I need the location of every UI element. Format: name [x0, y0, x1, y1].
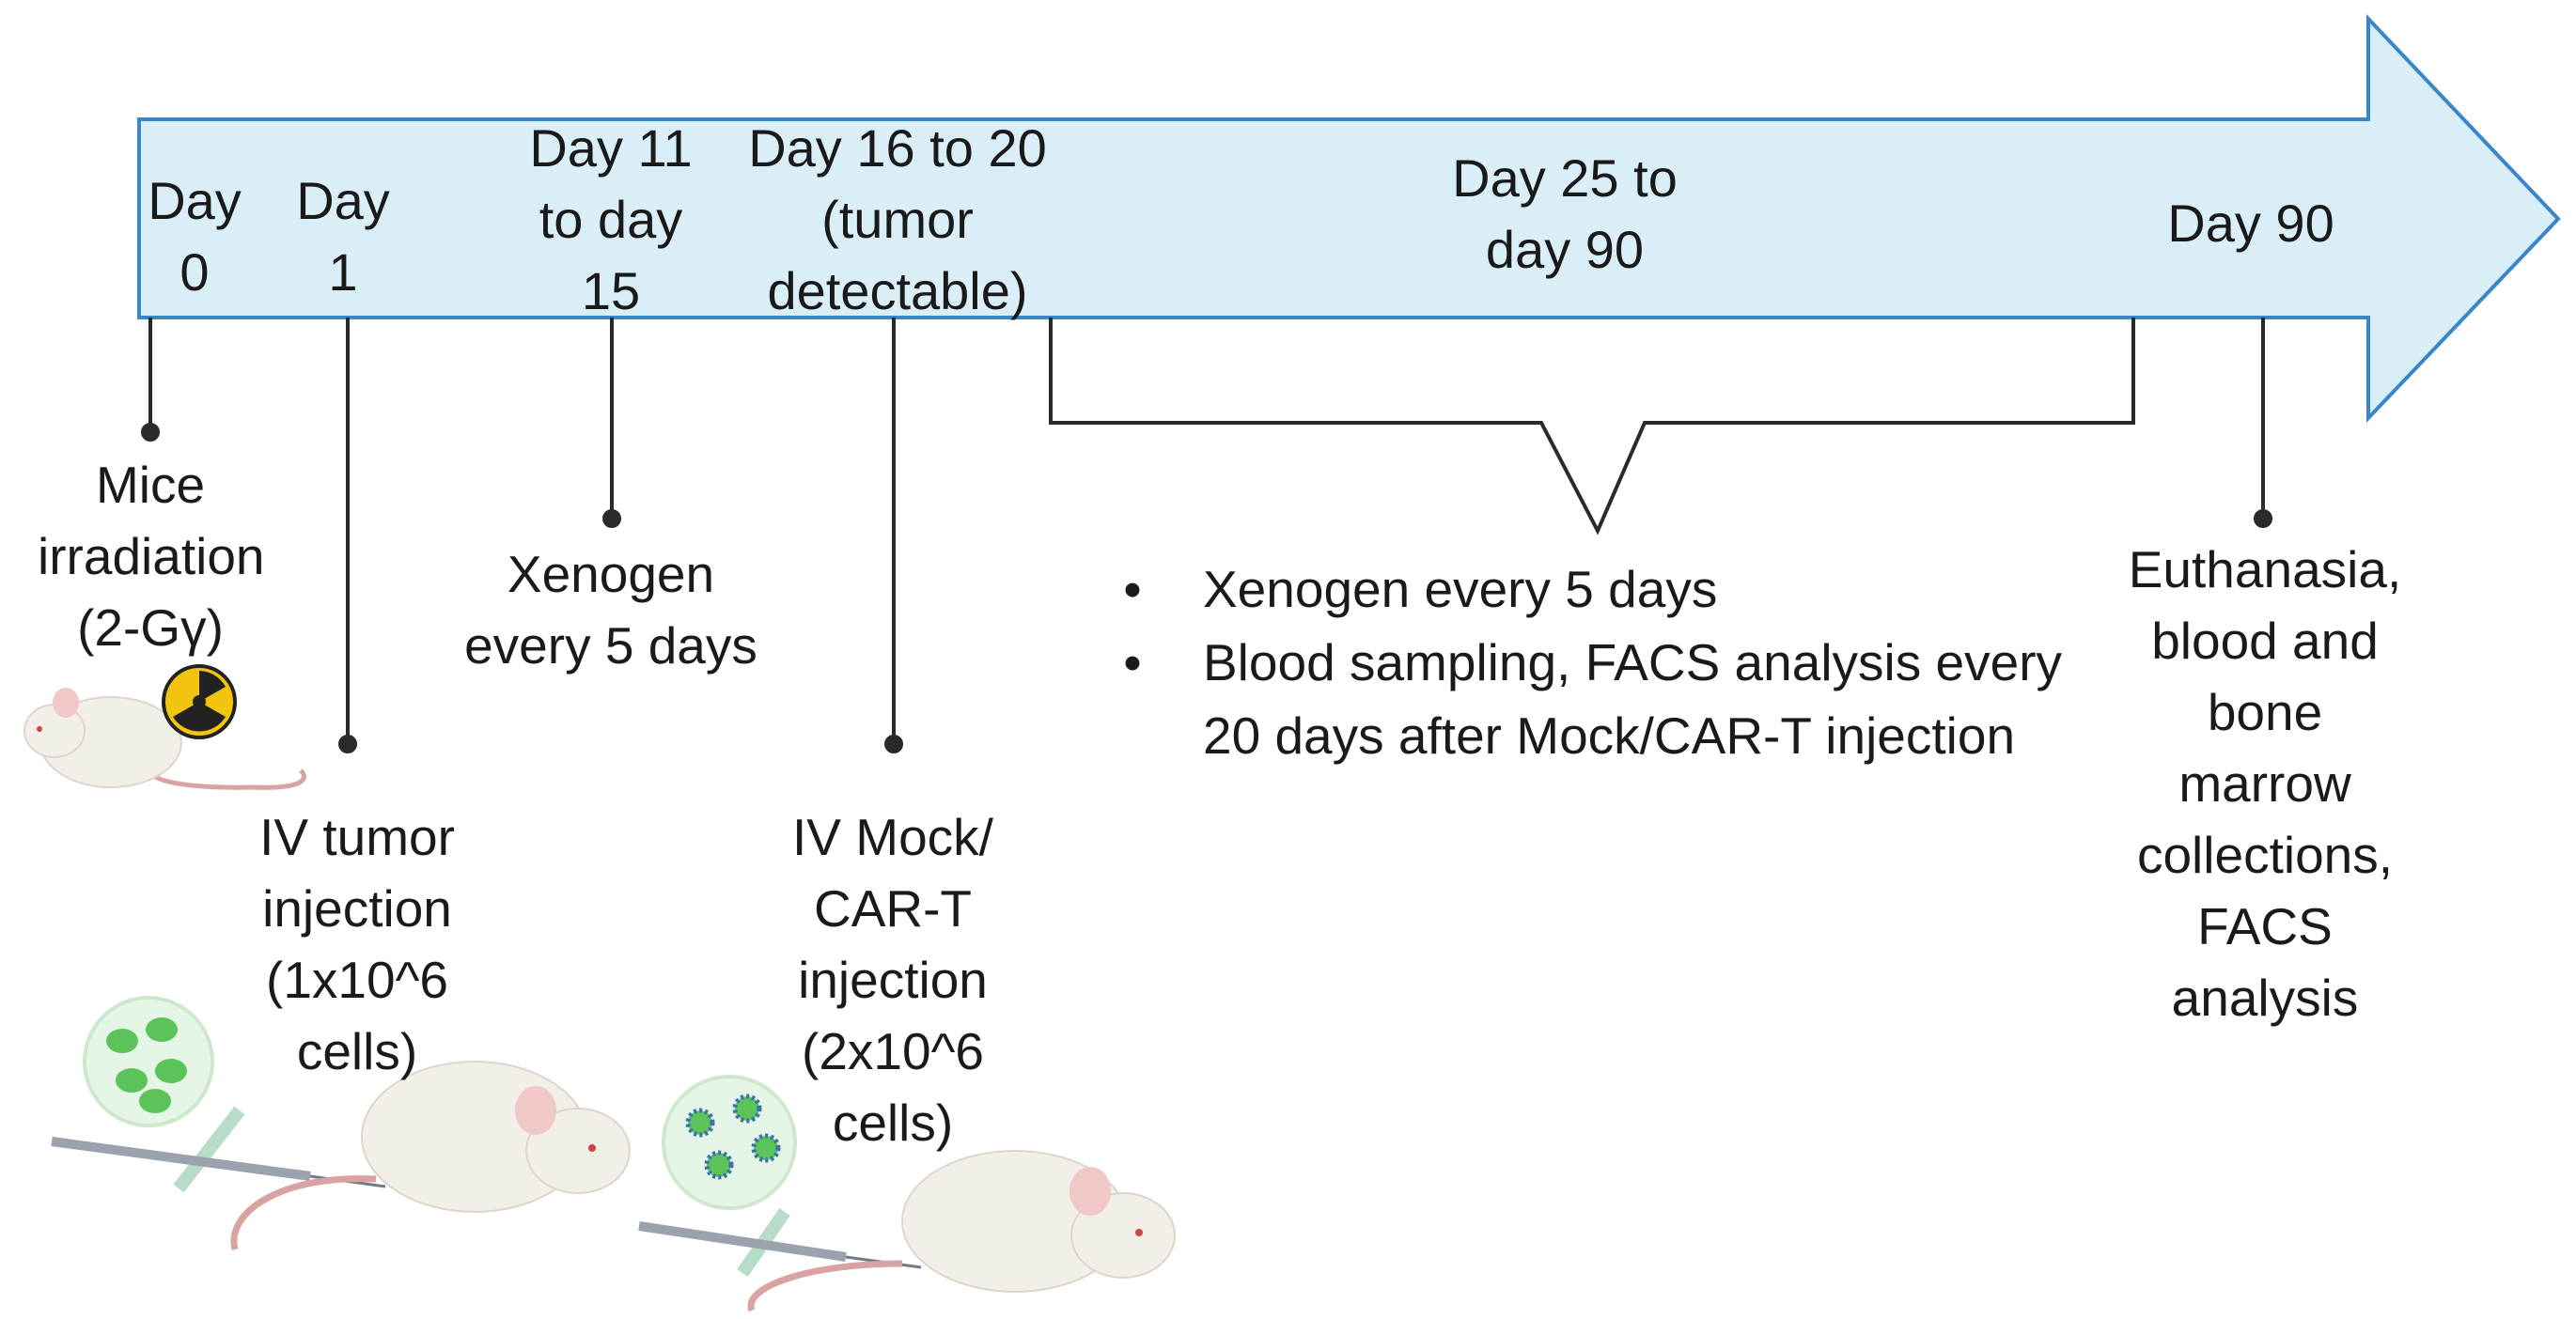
day-label-25: Day 25 to day 90: [1452, 148, 1678, 279]
day-label-16: Day 16 to 20 (tumor detectable): [748, 118, 1047, 320]
list-item: •Blood sampling, FACS analysis every 20 …: [1123, 633, 2063, 765]
list-item: •Xenogen every 5 days: [1123, 560, 1718, 618]
event-euthanasia: Euthanasia, blood and bone marrow collec…: [2128, 540, 2402, 1027]
range-bracket: [1049, 318, 2135, 535]
timeline-arrow: [137, 13, 2561, 423]
radiation-icon: [162, 664, 237, 739]
mouse-icon: [230, 1061, 631, 1250]
event-irradiation: Mice irradiation (2-Gγ): [38, 456, 265, 657]
event-car-t-injection: IV Mock/ CAR-T injection (2x10^6 cells): [792, 808, 993, 1152]
day-label-90: Day 90: [2167, 194, 2334, 253]
car-t-cell-icon: [662, 1075, 797, 1277]
day-label-1: Day 1: [296, 171, 390, 302]
event-tumor-injection: IV tumor injection (1x10^6 cells): [259, 808, 455, 1080]
bullet-list: •Xenogen every 5 days •Blood sampling, F…: [1118, 552, 2077, 772]
tumor-cell-icon: [83, 996, 245, 1193]
mouse-icon: [747, 1150, 1176, 1312]
event-xenogen: Xenogen every 5 days: [464, 545, 757, 675]
day-label-11: Day 11 to day 15: [529, 118, 693, 320]
mouse-icon: [23, 688, 306, 790]
day-connectors: [141, 318, 2272, 753]
day-label-0: Day 0: [148, 171, 242, 302]
